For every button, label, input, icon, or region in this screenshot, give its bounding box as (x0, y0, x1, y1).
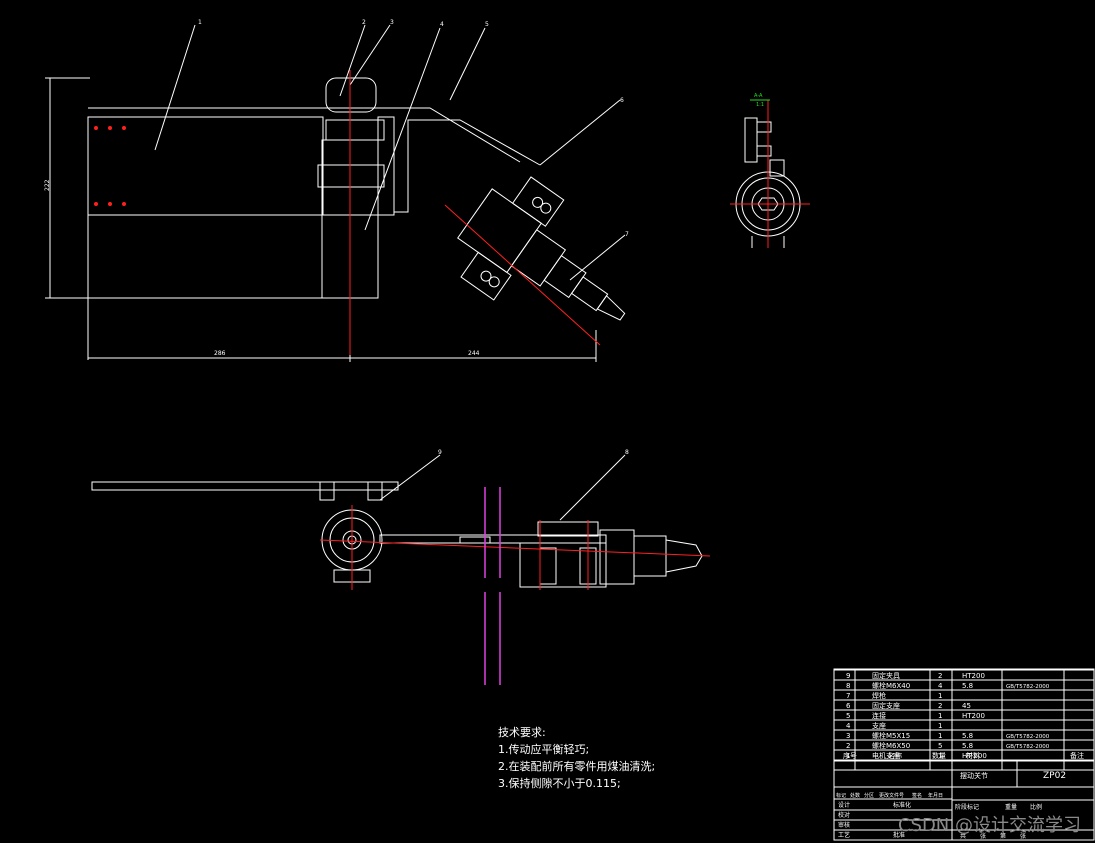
tech-item-2: 2.在装配前所有零件用煤油清洗; (498, 760, 656, 773)
role-standard: 标准化 (893, 801, 911, 809)
bom-cell-no: 2 (846, 742, 850, 750)
bom-cell-std: GB/T5782-2000 (1006, 744, 1050, 750)
rev-col-3: 更改文件号 (879, 792, 904, 799)
stage-col-1: 重量 (1005, 803, 1017, 811)
callout-6: 6 (620, 97, 624, 104)
bom-header-qty: 数量 (932, 751, 946, 760)
bom-header-name: 名称 (888, 751, 902, 760)
bom-cell-name: 固定支座 (872, 701, 900, 710)
rev-col-4: 签名 (912, 792, 922, 799)
break-lines (484, 487, 501, 685)
bom-cell-qty: 1 (938, 732, 942, 740)
bom-cell-no: 1 (846, 752, 850, 760)
top-view (91, 454, 703, 588)
bom-cell-mat: HT200 (962, 712, 985, 720)
rev-col-0: 标记 (836, 792, 846, 799)
role-review: 审核 (838, 821, 850, 829)
bom-cell-name: 支座 (872, 721, 886, 730)
bom-cell-name: 焊枪 (872, 691, 886, 700)
sheet-col-0: 共 (960, 832, 966, 840)
bom-header-note: 备注 (1070, 751, 1084, 760)
stage-col-2: 比例 (1030, 803, 1042, 811)
bom-cell-qty: 4 (938, 682, 943, 690)
bom-cell-name: 电机支座 (872, 751, 900, 760)
callout-4: 4 (440, 21, 444, 28)
callout-2: 2 (362, 19, 366, 26)
bom-cell-std: GB/T5782-2000 (1006, 734, 1050, 740)
bom-cell-name: 螺栓M6X50 (872, 741, 910, 750)
technical-requirements: 技术要求: 1.传动应平衡轻巧; 2.在装配前所有零件用煤油清洗; 3.保持侧隙… (498, 724, 655, 792)
bom-cell-name: 连接 (872, 711, 886, 720)
bom-header-mat: 材料 (966, 751, 980, 760)
bom-cell-qty: 1 (938, 692, 942, 700)
bom-cell-mat: 45 (962, 702, 971, 710)
role-process: 工艺 (838, 831, 850, 839)
bom-cell-no: 5 (846, 712, 850, 720)
bom-cell-qty: 1 (938, 752, 942, 760)
section-scale: 1:1 (756, 102, 764, 108)
bom-cell-name: 固定夹具 (872, 671, 900, 680)
tech-title: 技术要求: (498, 726, 546, 739)
sheet-col-2: 第 (1000, 832, 1006, 840)
bom-cell-no: 4 (846, 722, 851, 730)
bom-cell-std: GB/T5782-2000 (1006, 684, 1050, 690)
role-check: 校对 (838, 811, 850, 819)
drawing-name: 摆动关节 (960, 771, 988, 780)
dim-right-width: 244 (468, 350, 480, 357)
rev-col-1: 处数 (850, 792, 860, 799)
role-design: 设计 (838, 801, 850, 809)
callout-7: 7 (625, 231, 629, 238)
bom-cell-no: 7 (846, 692, 850, 700)
tech-item-1: 1.传动应平衡轻巧; (498, 743, 590, 756)
bom-cell-mat: HT-200 (962, 752, 987, 760)
bom-cell-qty: 2 (938, 672, 942, 680)
rev-col-5: 年月日 (928, 792, 943, 799)
bom-cell-name: 螺栓M5X15 (872, 731, 910, 740)
bom-header-no: 序号 (843, 751, 857, 760)
sheet-col-1: 张 (980, 832, 986, 840)
stage-col-0: 阶段标记 (955, 803, 979, 811)
section-label: A-A (754, 93, 763, 99)
callout-8: 8 (625, 449, 629, 456)
callout-3: 3 (390, 19, 394, 26)
dim-height: 222 (44, 179, 51, 191)
rev-col-2: 分区 (864, 792, 874, 799)
callout-9: 9 (438, 449, 442, 456)
bom-cell-no: 8 (846, 682, 850, 690)
bom-cell-qty: 1 (938, 712, 942, 720)
welding-gun (457, 176, 626, 321)
bom-cell-qty: 1 (938, 722, 942, 730)
bom-cell-no: 9 (846, 672, 850, 680)
drawing-number: ZP02 (1043, 771, 1066, 781)
bom-cell-qty: 5 (938, 742, 942, 750)
centerlines (319, 70, 810, 590)
motor-base-plate (87, 116, 324, 216)
bom-cell-mat: 5.8 (962, 742, 973, 750)
sheet-col-3: 张 (1020, 832, 1026, 840)
bom-cell-mat: HT200 (962, 672, 985, 680)
clamp-head (325, 77, 377, 113)
bom-cell-no: 6 (846, 702, 851, 710)
role-approve: 批准 (893, 831, 905, 839)
tech-item-3: 3.保持侧隙不小于0.115; (498, 777, 621, 790)
bom-cell-mat: 5.8 (962, 732, 973, 740)
callout-5: 5 (485, 21, 489, 28)
bom-cell-no: 3 (846, 732, 850, 740)
dim-main-width: 286 (214, 350, 226, 357)
bom-cell-mat: 5.8 (962, 682, 973, 690)
bom-cell-name: 螺栓M6X40 (872, 681, 910, 690)
callout-1: 1 (198, 19, 202, 26)
bom-cell-qty: 2 (938, 702, 942, 710)
watermark: CSDN @设计交流学习 (897, 815, 1081, 836)
